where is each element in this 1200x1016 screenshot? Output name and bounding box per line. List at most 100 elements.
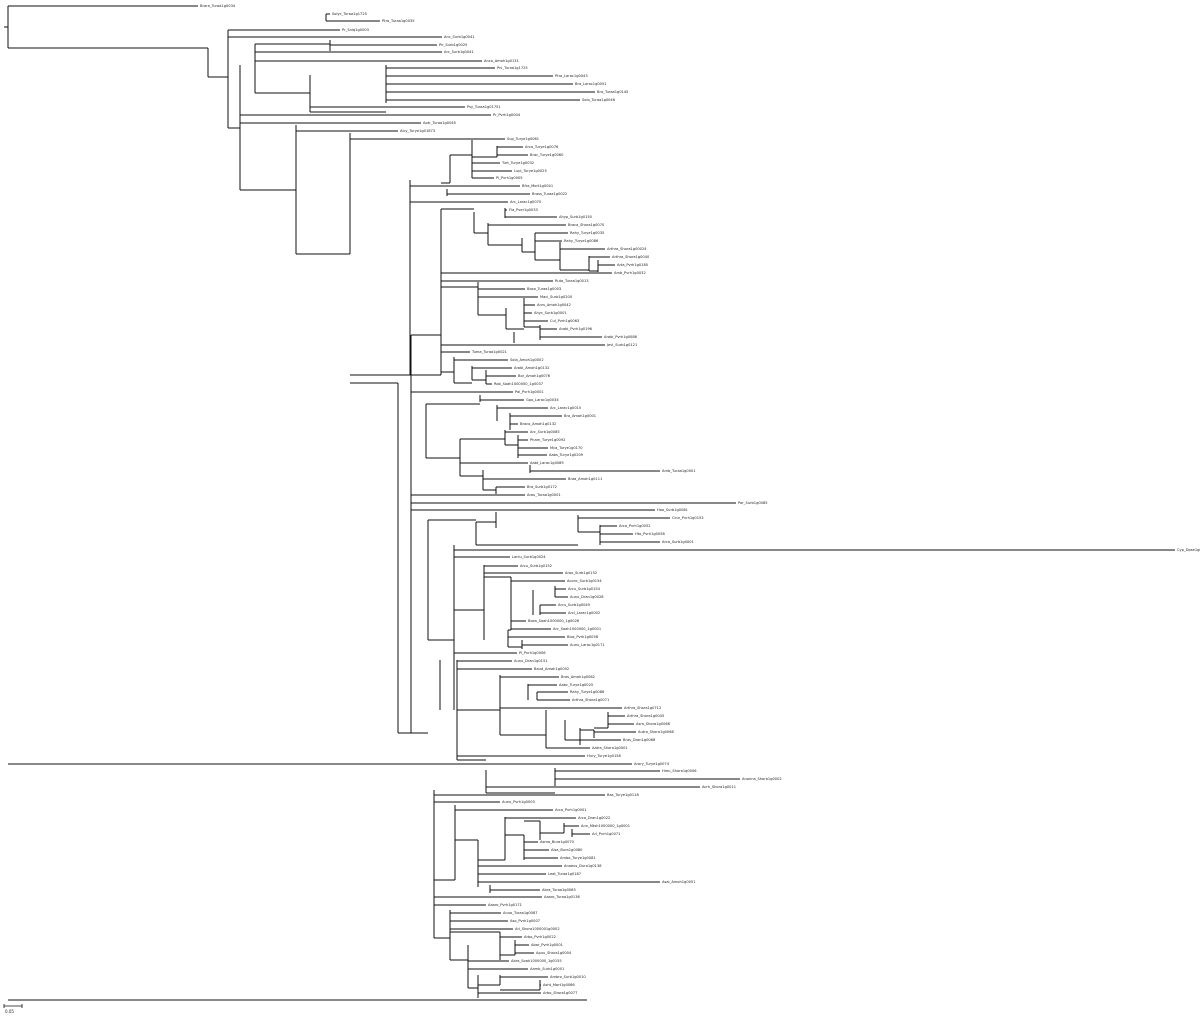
leaf-label: Cul_Pvrh1g0063 — [550, 319, 579, 323]
leaf-label: Braa_Amoh1g0111 — [568, 477, 602, 481]
leaf-label: Arcu_Surb1g0049 — [558, 603, 591, 607]
leaf-label: Brac_Turye1g0060 — [530, 153, 564, 157]
leaf-label: Arabi_Amoh1g0132 — [514, 366, 549, 370]
leaf-label: Bra_Surb1g0172 — [527, 485, 557, 489]
leaf-label: Arthra_Shora1g0045 — [627, 714, 664, 718]
tree-branches — [4, 5, 1175, 1001]
leaf-label: Pr_Pvrh1g0004 — [493, 113, 521, 117]
leaf-label: Arc_Surb1g0085 — [530, 430, 560, 434]
leaf-label: Fla_Pver1g0033 — [509, 208, 538, 212]
leaf-label: Arabi_Pvrh1g0196 — [559, 327, 593, 331]
leaf-label: Asai_Amoh1g0051 — [662, 880, 695, 884]
leaf-label: Blos_Pvrh1g0058 — [567, 635, 599, 639]
leaf-label: Rahy_Turye1g0086 — [564, 239, 599, 243]
leaf-label: Anc_Surb1g0041 — [444, 35, 475, 39]
leaf-label: Asra_Shora1g0068 — [636, 722, 671, 726]
leaf-label: Aaoro_Turaa1g0136 — [544, 895, 580, 899]
leaf-label: Ptra_Turaa1g0035 — [382, 19, 415, 23]
leaf-label: Arca_Dran1g0022 — [578, 816, 610, 820]
leaf-label: Arthra_Shora1g0040 — [612, 255, 650, 259]
leaf-label: Ruta_Turaa1g0013 — [555, 279, 589, 283]
leaf-label: Arca_Pvrh1g0001 — [555, 808, 587, 812]
leaf-label: Aunu_Larac1g0171 — [570, 643, 605, 647]
leaf-label: Arcu_Surb1g0154 — [568, 587, 601, 591]
leaf-label: Turt_Turye1g0032 — [501, 161, 534, 165]
leaf-label: Arou_Turaa1g0001 — [527, 493, 561, 497]
leaf-label: Maci_Surb1g0200 — [540, 295, 573, 299]
scale-bar-label: 0.05 — [5, 1009, 14, 1014]
leaf-label: Rob_Soah1000000_1g0037 — [494, 382, 543, 386]
leaf-label: Aunu_Dran1g0028 — [570, 595, 604, 599]
leaf-labels: Brara_Turaa1g0034Solyc_Turaa1g1725Ptra_T… — [200, 4, 1200, 995]
leaf-label: Arcu_Surb1g0152 — [520, 564, 552, 568]
leaf-label: Arc_Soah1000000_1g0001 — [553, 627, 601, 631]
leaf-label: Cinn_Pvrh1g0153 — [672, 516, 704, 520]
leaf-label: Lupi_Turye1g0025 — [514, 169, 547, 173]
leaf-label: Cyp_Dpse1g0038 — [1177, 548, 1200, 552]
leaf-label: Arca_Turye1g0076 — [525, 145, 559, 149]
leaf-label: Arabi_Pvrh1g0086 — [604, 335, 638, 339]
leaf-label: Anuo_Turaa1g0087 — [503, 911, 538, 915]
leaf-label: Arou_Surb1g0152 — [565, 571, 597, 575]
leaf-label: Anco_Amoh1g0131 — [484, 59, 519, 63]
leaf-label: Pal_Pvrh1g0001 — [515, 390, 544, 394]
leaf-label: Alsa_Bura1g0080 — [551, 848, 583, 852]
leaf-label: Pir_Surb1g0025 — [439, 43, 467, 47]
leaf-label: Hto_Pvrh1g0058 — [635, 532, 666, 536]
leaf-label: Ambro_Surb1g0010 — [550, 975, 586, 979]
leaf-label: Arthra_Shora1g00024 — [607, 247, 647, 251]
leaf-label: Arvs_Amoh1g0042 — [537, 303, 571, 307]
leaf-label: Aabt_Larac1g0089 — [530, 461, 564, 465]
leaf-label: Bra_Turaa1g0145 — [597, 90, 628, 94]
leaf-label: Arary_Turye1g0074 — [634, 762, 670, 766]
leaf-label: Aabc_Turye1g0025 — [559, 683, 593, 687]
leaf-label: Hoo_Surb1g0081 — [657, 508, 688, 512]
leaf-label: Arbo_Shora1g0077 — [543, 991, 577, 995]
leaf-label: Abra_Turaa1g0065 — [542, 888, 576, 892]
leaf-label: Aptr_Turaa1g0045 — [423, 121, 456, 125]
leaf-label: Aconc_Surb1g0154 — [567, 579, 602, 583]
leaf-label: Bfra_Mort1g0041 — [522, 184, 553, 188]
leaf-label: Pham_Turye1g0092 — [530, 438, 565, 442]
leaf-label: Gpo_Larac1g0034 — [526, 398, 559, 402]
leaf-label: Par_Surb1g0085 — [738, 501, 768, 505]
leaf-label: Bras_Amoh1g0062 — [561, 675, 595, 679]
leaf-label: Psy_Turaa1g01751 — [467, 105, 501, 109]
leaf-label: Amb_Turaa1g0001 — [662, 469, 696, 473]
leaf-label: Apuu_Shora1g0004 — [536, 951, 572, 955]
leaf-label: Mca_Turye1g0170 — [550, 446, 583, 450]
leaf-label: Aunu_Dran1g0151 — [514, 659, 548, 663]
leaf-label: Hury_Turye1g0158 — [587, 754, 622, 758]
leaf-label: Bas_Turye1g0118 — [607, 793, 640, 797]
leaf-label: Leat_Turaa1g0187 — [548, 872, 581, 876]
leaf-label: Ahyp_Surb1g0150 — [559, 215, 593, 219]
leaf-label: Ann_Mtsh1000000_1g0001 — [581, 824, 630, 828]
leaf-label: Pi_Pvrh1g0006 — [519, 651, 546, 655]
leaf-label: Arthra_Shora1g0071 — [572, 698, 609, 702]
leaf-label: Boxa_Soah1000000_1g0026 — [528, 619, 580, 623]
leaf-label: Bra_Larac1g0051 — [575, 82, 607, 86]
leaf-label: Asma_Bura1g0070 — [540, 840, 575, 844]
leaf-label: Aso_Pvrh1g0007 — [510, 919, 540, 923]
leaf-label: Arci_Larac1g0002 — [568, 611, 600, 615]
leaf-label: Rahy_Turye1g0086 — [570, 690, 605, 694]
leaf-label: Bras_Dran1g0068 — [623, 738, 656, 742]
leaf-label: Pr_Sniq1g0003 — [342, 28, 369, 32]
leaf-label: Arco_Pvrh1g0052 — [619, 524, 651, 528]
leaf-label: Braco_Amoh1g0132 — [520, 422, 556, 426]
leaf-label: Amb_Pvrh1g0032 — [614, 271, 646, 275]
leaf-label: Alcy_Turye1g01873 — [400, 129, 435, 133]
leaf-label: Braca_Shora1g0070 — [568, 223, 605, 227]
leaf-label: Solo_Turaa1g0046 — [582, 98, 616, 102]
leaf-label: Lanlu_Surb1g0024 — [512, 555, 546, 559]
leaf-label: Arc_Surb1g0041 — [444, 50, 474, 54]
leaf-label: Ahyc_Surb1g0001 — [534, 311, 567, 315]
leaf-label: Baud_Amoh1g0002 — [534, 667, 569, 671]
leaf-label: Arbo_Pvrh1g0022 — [524, 935, 556, 939]
leaf-label: Ptra_Larac1g0043 — [555, 74, 588, 78]
leaf-label: Arc_Larac1g0070 — [510, 200, 542, 204]
leaf-label: Arthra_Shora1g0712 — [624, 706, 661, 710]
leaf-label: Arc_Larac1g0015 — [550, 406, 581, 410]
leaf-label: Aunu_Pvrh1g0003 — [502, 800, 535, 804]
